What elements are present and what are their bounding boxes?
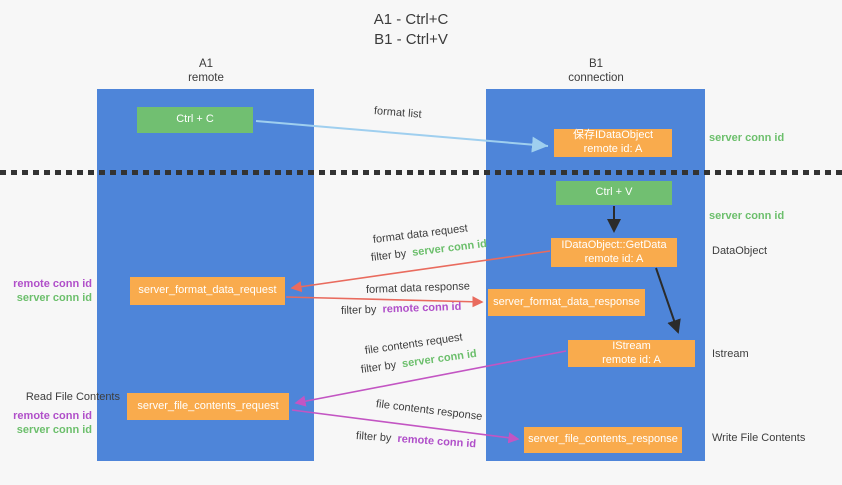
filter-by-text: filter by [355, 430, 392, 445]
filter-by-text: filter by [340, 303, 377, 317]
node-istream-line2: remote id: A [602, 353, 661, 366]
annotation-remote-conn-id-1: remote conn id [13, 278, 92, 290]
annotation-server-conn-id-left-2: server conn id [16, 424, 92, 436]
label-filter-by-remote-conn-id-2: filter by remote conn id [356, 430, 477, 450]
node-save-idataobject-line2: remote id: A [583, 143, 643, 155]
node-idataobject-getdata-line1: IDataObject::GetData [561, 238, 667, 251]
node-save-idataobject-line1: 保存IDataObject [572, 129, 654, 142]
title-line-2: B1 - Ctrl+V [374, 31, 448, 49]
node-server-file-contents-request-label: server_file_contents_request [137, 399, 279, 412]
server-conn-id-text: server conn id [401, 347, 478, 371]
filter-by-text: filter by [360, 359, 397, 376]
node-ctrl-c-label: Ctrl + C [176, 113, 214, 126]
lane-a1-name: A1 [198, 58, 214, 70]
lane-b1-name: B1 [588, 58, 604, 70]
label-filter-by-remote-conn-id-1: filter by remote conn id [341, 301, 462, 317]
remote-conn-id-text: remote conn id [382, 300, 462, 316]
node-server-format-data-request: server_format_data_request [130, 277, 285, 305]
node-istream-line1: IStream [612, 339, 651, 352]
node-idataobject-getdata: IDataObject::GetData remote id: A [551, 238, 677, 267]
server-conn-id-text: server conn id [411, 237, 488, 259]
lane-a1-role: remote [188, 72, 224, 85]
diagram-title: A1 - Ctrl+C B1 - Ctrl+V [321, 10, 501, 51]
node-idataobject-getdata-line2: remote id: A [584, 252, 644, 265]
node-server-format-data-request-label: server_format_data_request [138, 284, 277, 297]
annotation-server-conn-id-left-1: server conn id [16, 292, 92, 304]
node-save-idataobject: 保存IDataObject remote id: A [554, 129, 672, 157]
node-server-file-contents-response: server_file_contents_response [524, 427, 682, 453]
annotation-dataobject: DataObject [712, 245, 768, 257]
annotation-istream: Istream [712, 348, 749, 360]
node-server-file-contents-response-label: server_file_contents_response [528, 433, 678, 446]
lane-header-b1: B1 connection [536, 57, 656, 86]
remote-conn-id-text: remote conn id [397, 432, 477, 451]
label-file-contents-response: file contents response [375, 398, 483, 423]
node-ctrl-c: Ctrl + C [137, 107, 253, 133]
label-format-list: format list [373, 105, 423, 121]
annotation-remote-conn-id-2: remote conn id [13, 410, 92, 422]
node-istream: IStream remote id: A [568, 340, 695, 367]
filter-by-text: filter by [370, 247, 407, 264]
lane-b1-role: connection [568, 72, 624, 85]
node-ctrl-v: Ctrl + V [556, 181, 672, 205]
title-line-1: A1 - Ctrl+C [373, 11, 449, 28]
annotation-write-file-contents: Write File Contents [712, 432, 806, 444]
annotation-server-conn-id-top: server conn id [709, 132, 785, 144]
annotation-server-conn-id-mid: server conn id [709, 210, 785, 222]
node-server-format-data-response-label: server_format_data_response [493, 295, 640, 308]
annotation-read-file-contents: Read File Contents [25, 391, 120, 403]
node-server-file-contents-request: server_file_contents_request [127, 393, 289, 420]
lane-header-a1: A1 remote [146, 57, 266, 86]
node-server-format-data-response: server_format_data_response [488, 289, 645, 316]
dotted-separator [0, 170, 842, 175]
node-ctrl-v-label: Ctrl + V [595, 186, 633, 199]
label-format-data-response: format data response [365, 280, 471, 296]
